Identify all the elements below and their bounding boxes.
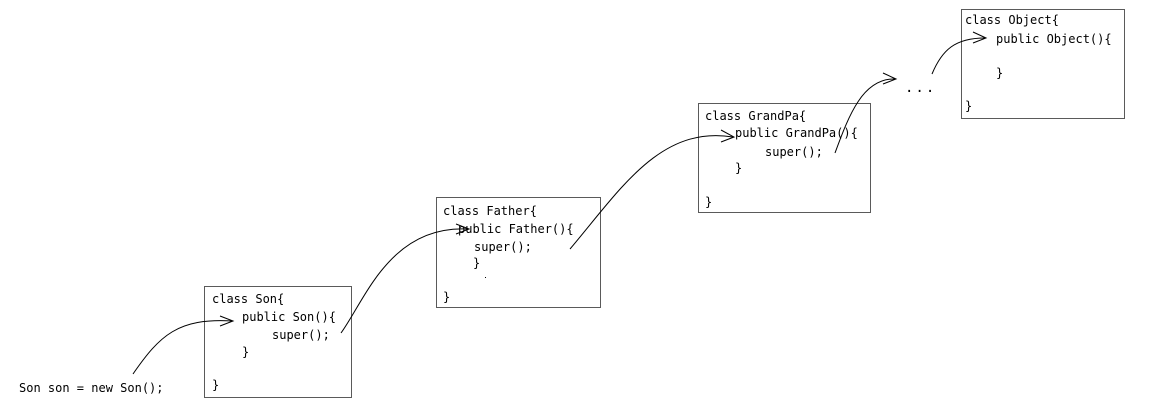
class-header: class GrandPa{ bbox=[705, 109, 807, 123]
constructor-signature: public Son(){ bbox=[242, 310, 336, 324]
class-close-brace: } bbox=[443, 290, 451, 304]
arrow-father-to-grandpa bbox=[569, 135, 734, 250]
stray-dot bbox=[485, 277, 486, 278]
class-box-son: class Son{ public Son(){ super(); } } bbox=[204, 286, 352, 398]
constructor-signature: public GrandPa(){ bbox=[735, 126, 858, 140]
arrowhead-son-to-father bbox=[455, 223, 471, 235]
arrow-son-to-father bbox=[340, 228, 469, 334]
class-box-father: class Father{ public Father(){ super(); … bbox=[436, 197, 601, 308]
class-close-brace: } bbox=[965, 99, 973, 113]
arrow-ellipsis-to-object bbox=[931, 37, 986, 75]
constructor-close-brace: } bbox=[473, 256, 481, 270]
constructor-close-brace: } bbox=[735, 161, 743, 175]
super-call: super(); bbox=[474, 240, 532, 254]
arrowhead-grandpa-to-ellipsis bbox=[882, 72, 898, 85]
class-close-brace: } bbox=[212, 378, 220, 392]
constructor-close-brace: } bbox=[242, 345, 250, 359]
arrowhead-father-to-grandpa bbox=[720, 129, 736, 143]
class-header: class Object{ bbox=[965, 13, 1059, 27]
class-box-grandpa: class GrandPa{ public GrandPa(){ super()… bbox=[698, 103, 871, 213]
class-close-brace: } bbox=[705, 195, 713, 209]
super-call: super(); bbox=[765, 145, 823, 159]
arrow-entry-to-son bbox=[132, 320, 233, 375]
entry-statement: Son son = new Son(); bbox=[19, 381, 164, 395]
arrowhead-ellipsis-to-object bbox=[972, 31, 988, 44]
class-header: class Son{ bbox=[212, 292, 285, 306]
ellipsis-label: ... bbox=[905, 80, 937, 96]
constructor-signature: public Object(){ bbox=[996, 32, 1112, 46]
constructor-close-brace: } bbox=[996, 66, 1004, 80]
arrow-grandpa-to-ellipsis bbox=[834, 78, 896, 154]
arrowhead-entry-to-son bbox=[219, 315, 235, 327]
constructor-signature: public Father(){ bbox=[458, 222, 574, 236]
class-header: class Father{ bbox=[443, 204, 537, 218]
super-call: super(); bbox=[272, 328, 330, 342]
class-box-object: class Object{ public Object(){ } } bbox=[961, 9, 1125, 119]
